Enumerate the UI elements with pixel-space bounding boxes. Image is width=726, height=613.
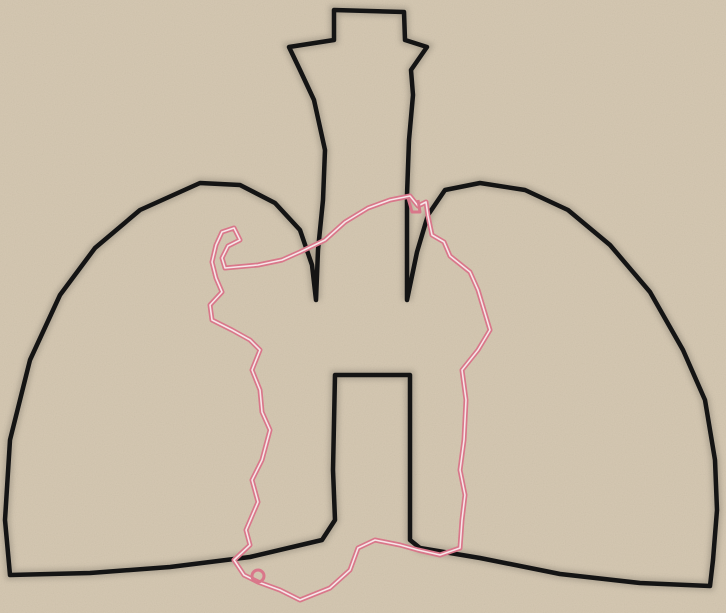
background <box>0 0 726 613</box>
chest-diagram <box>0 0 726 613</box>
diagram-canvas <box>0 0 726 613</box>
